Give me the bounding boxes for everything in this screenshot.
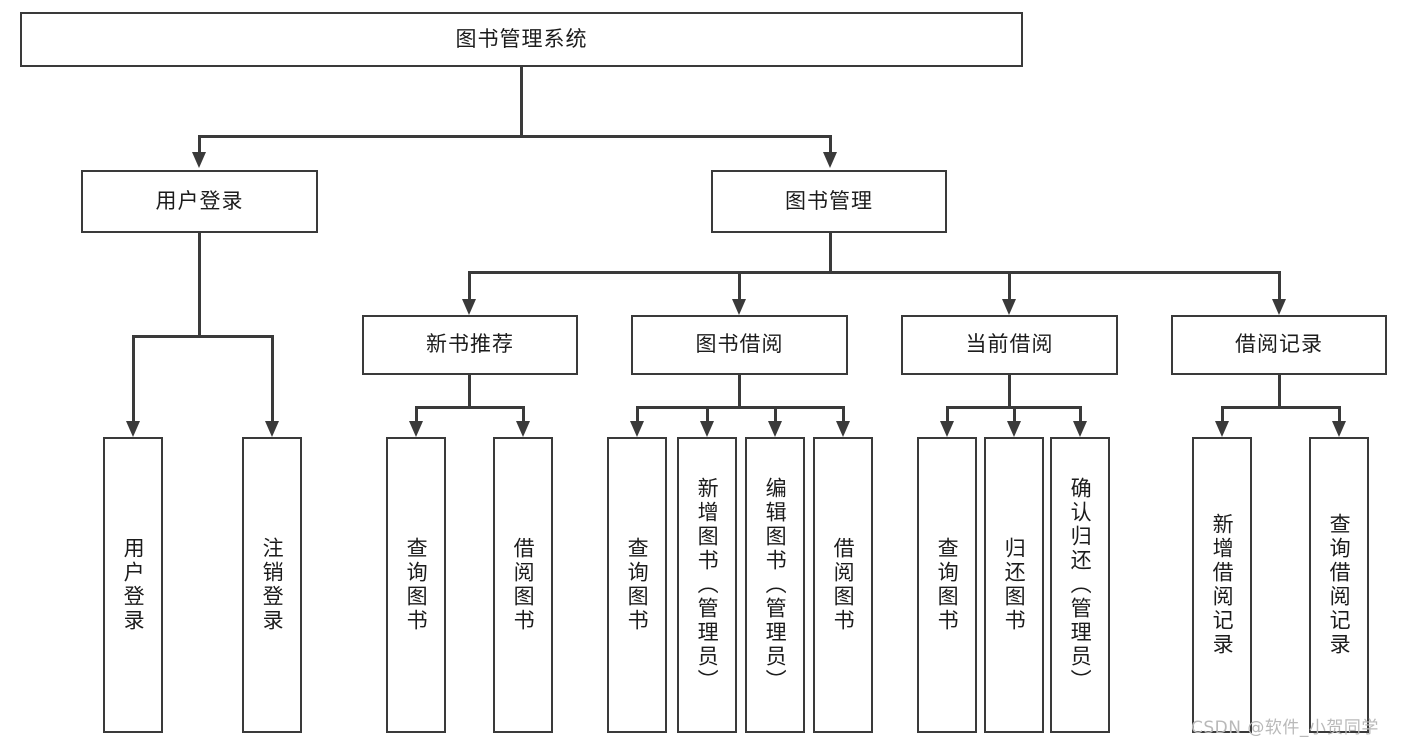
- node-leaf-confirm-return[interactable]: 确认归还（管理员）: [1050, 437, 1110, 733]
- edge-user-login-to-leaf-1: [132, 335, 135, 421]
- edge-br-to-leaf-1: [1221, 406, 1224, 421]
- arrowhead-br-add-record: [1215, 421, 1229, 437]
- node-label: 查询借阅记录: [1327, 513, 1352, 657]
- edge-book-manage-stem: [829, 233, 832, 271]
- edge-root-bus: [198, 135, 832, 138]
- arrowhead-bb-borrow-book: [836, 421, 850, 437]
- node-book-borrow[interactable]: 图书借阅: [631, 315, 848, 375]
- edge-user-login-stem: [198, 233, 201, 335]
- node-book-manage[interactable]: 图书管理: [711, 170, 947, 233]
- node-label: 新书推荐: [426, 332, 514, 357]
- edge-borrow-record-stem: [1278, 375, 1281, 406]
- node-label: 确认归还（管理员）: [1068, 477, 1093, 693]
- node-current-borrow[interactable]: 当前借阅: [901, 315, 1118, 375]
- node-user-login[interactable]: 用户登录: [81, 170, 318, 233]
- node-leaf-nb-borrow-book[interactable]: 借阅图书: [493, 437, 553, 733]
- arrowhead-bb-add-book: [700, 421, 714, 437]
- watermark: CSDN @软件_小贺同学: [1191, 718, 1379, 738]
- edge-bm-to-book-borrow: [738, 271, 741, 299]
- node-label: 借阅记录: [1235, 332, 1323, 357]
- node-label: 图书借阅: [695, 332, 784, 357]
- arrowhead-book-manage: [823, 152, 837, 168]
- edge-new-book-bus: [415, 406, 525, 409]
- node-label: 用户登录: [121, 537, 146, 633]
- arrowhead-leaf-user-login: [126, 421, 140, 437]
- edge-nb-to-leaf-1: [415, 406, 418, 421]
- edge-borrow-record-bus: [1221, 406, 1340, 409]
- edge-cb-to-leaf-2: [1013, 406, 1016, 421]
- node-leaf-cb-query-book[interactable]: 查询图书: [917, 437, 977, 733]
- node-label: 借阅图书: [831, 537, 856, 633]
- arrowhead-user-login: [192, 152, 206, 168]
- node-label: 查询图书: [935, 537, 960, 633]
- edge-bm-to-new-book: [468, 271, 471, 299]
- arrowhead-leaf-user-logout: [265, 421, 279, 437]
- node-leaf-bb-borrow-book[interactable]: 借阅图书: [813, 437, 873, 733]
- edge-new-book-stem: [468, 375, 471, 406]
- edge-bm-to-current-borrow: [1008, 271, 1011, 299]
- node-label: 借阅图书: [511, 537, 536, 633]
- node-label: 新增借阅记录: [1210, 513, 1235, 657]
- edge-bb-to-leaf-2: [706, 406, 709, 421]
- edge-bb-to-leaf-4: [842, 406, 845, 421]
- node-label: 归还图书: [1002, 537, 1027, 633]
- node-leaf-query-record[interactable]: 查询借阅记录: [1309, 437, 1369, 733]
- arrowhead-borrow-record: [1272, 299, 1286, 315]
- arrowhead-book-borrow: [732, 299, 746, 315]
- node-leaf-user-logout[interactable]: 注销登录: [242, 437, 302, 733]
- arrowhead-nb-query-book: [409, 421, 423, 437]
- edge-root-to-user-login: [198, 135, 201, 152]
- node-label: 查询图书: [404, 537, 429, 633]
- edge-user-login-to-leaf-2: [271, 335, 274, 421]
- edge-cb-to-leaf-3: [1079, 406, 1082, 421]
- edge-user-login-bus: [132, 335, 271, 338]
- node-label: 编辑图书（管理员）: [763, 477, 788, 693]
- arrowhead-bb-query-book: [630, 421, 644, 437]
- arrowhead-new-book-recommend: [462, 299, 476, 315]
- arrowhead-nb-borrow-book: [516, 421, 530, 437]
- edge-bb-to-leaf-3: [774, 406, 777, 421]
- node-leaf-bb-query-book[interactable]: 查询图书: [607, 437, 667, 733]
- node-leaf-edit-book[interactable]: 编辑图书（管理员）: [745, 437, 805, 733]
- edge-book-borrow-bus: [636, 406, 844, 409]
- node-label: 图书管理系统: [455, 26, 588, 51]
- edge-root-to-book-manage: [829, 135, 832, 152]
- arrowhead-br-query-record: [1332, 421, 1346, 437]
- node-label: 当前借阅: [965, 332, 1054, 357]
- arrowhead-cb-return-book: [1007, 421, 1021, 437]
- edge-br-to-leaf-2: [1338, 406, 1341, 421]
- node-new-book-recommend[interactable]: 新书推荐: [362, 315, 578, 375]
- edge-nb-to-leaf-2: [522, 406, 525, 421]
- edge-current-borrow-stem: [1008, 375, 1011, 406]
- arrowhead-bb-edit-book: [768, 421, 782, 437]
- node-borrow-record[interactable]: 借阅记录: [1171, 315, 1387, 375]
- edge-bb-to-leaf-1: [636, 406, 639, 421]
- edge-bm-to-borrow-record: [1278, 271, 1281, 299]
- arrowhead-cb-query-book: [940, 421, 954, 437]
- edge-book-borrow-stem: [738, 375, 741, 406]
- arrowhead-current-borrow: [1002, 299, 1016, 315]
- node-label: 图书管理: [785, 188, 873, 213]
- node-label: 新增图书（管理员）: [695, 477, 720, 693]
- node-leaf-user-login[interactable]: 用户登录: [103, 437, 163, 733]
- node-leaf-add-book[interactable]: 新增图书（管理员）: [677, 437, 737, 733]
- edge-book-manage-bus: [468, 271, 1279, 274]
- node-root-title[interactable]: 图书管理系统: [20, 12, 1023, 67]
- node-leaf-add-record[interactable]: 新增借阅记录: [1192, 437, 1252, 733]
- node-label: 用户登录: [155, 188, 244, 213]
- edge-root-stem: [520, 67, 523, 135]
- node-label: 查询图书: [625, 537, 650, 633]
- node-leaf-nb-query-book[interactable]: 查询图书: [386, 437, 446, 733]
- node-label: 注销登录: [260, 537, 285, 633]
- edge-cb-to-leaf-1: [946, 406, 949, 421]
- arrowhead-cb-confirm-return: [1073, 421, 1087, 437]
- node-leaf-return-book[interactable]: 归还图书: [984, 437, 1044, 733]
